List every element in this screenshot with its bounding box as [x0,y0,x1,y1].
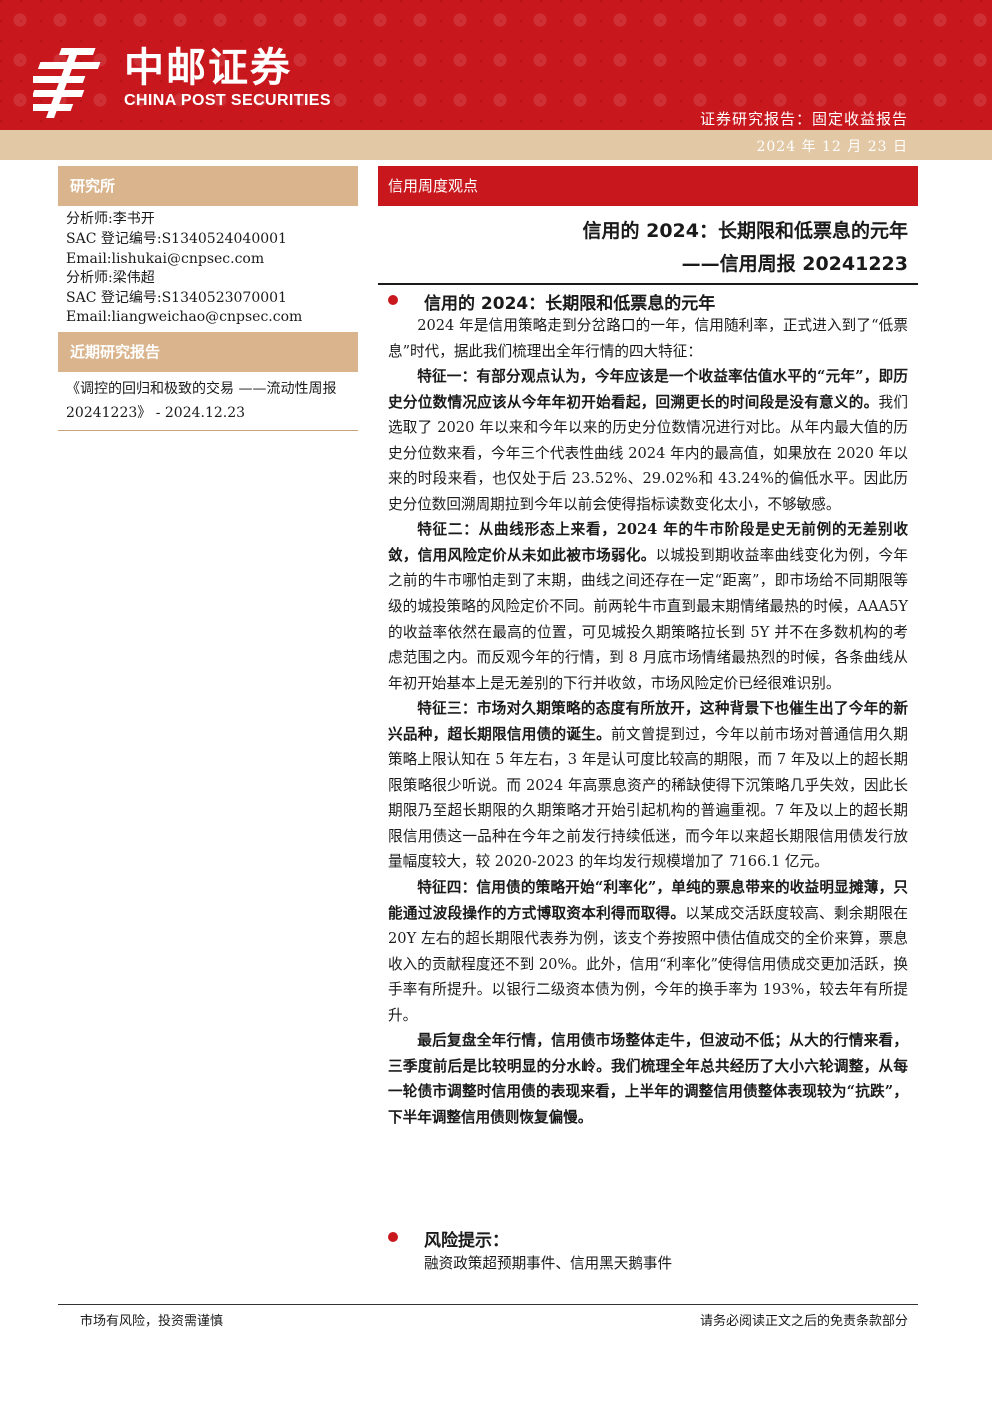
analyst-name: 分析师:梁伟超 [66,270,155,286]
report-date: 2024 年 12 月 23 日 [756,139,908,155]
header-banner: 中邮证券 CHINA POST SECURITIES 证券研究报告：固定收益报告 [0,0,992,130]
banner-pattern [0,0,992,130]
recent-reports-heading: 近期研究报告 [58,332,358,372]
report-title: 信用的 2024：长期限和低票息的元年 [582,220,909,242]
report-type: 证券研究报告：固定收益报告 [699,110,908,128]
risk-text: 融资政策超预期事件、信用黑天鹅事件 [424,1255,673,1272]
feature-2-heading: 特征二：从曲线形态上来看，2024 年的牛市阶段是史无前例的无差别收敛，信用风险… [388,521,908,564]
analyst-name: 分析师:李书开 [66,211,155,227]
report-subtitle: ——信用周报 20241223 [681,253,908,275]
feature-2-paragraph: 特征二：从曲线形态上来看，2024 年的牛市阶段是史无前例的无差别收敛，信用风险… [388,517,908,696]
bullet-icon [388,295,398,305]
summary-text: 最后复盘全年行情，信用债市场整体走牛，但波动不低；从大的行情来看，三季度前后是比… [388,1032,908,1126]
feature-2-text: 以城投到期收益率曲线变化为例，今年之前的牛市哪怕走到了末期，曲线之间还存在一定“… [388,546,908,692]
feature-3-heading: 特征三：市场对久期策略的态度有所放开，这种背景下也催生出了今年的新兴品种，超长期… [388,700,908,743]
brand-name-en: CHINA POST SECURITIES [124,92,331,109]
intro-paragraph: 2024 年是信用策略走到分岔路口的一年，信用随利率，正式进入到了“低票息”时代… [388,313,908,364]
analyst-email[interactable]: Email:lishukai@cnpsec.com [66,251,265,267]
analyst-email[interactable]: Email:liangweichao@cnpsec.com [66,309,303,325]
feature-1-heading: 特征一：有部分观点认为，今年应该是一个收益率估值水平的“元年”，即历史分位数情况… [388,368,908,411]
summary-paragraph: 最后复盘全年行情，信用债市场整体走牛，但波动不低；从大的行情来看，三季度前后是比… [388,1028,908,1130]
date-bar: 2024 年 12 月 23 日 [0,130,992,160]
bullet-icon [388,1232,398,1242]
feature-3-text: 前文曾提到过，今年以前市场对普通信用久期策略上限认知在 5 年左右，3 年是认可… [388,725,908,871]
footer-divider [58,1304,918,1305]
footer-disclaimer: 请务必阅读正文之后的免责条款部分 [699,1314,908,1329]
feature-1-paragraph: 特征一：有部分观点认为，今年应该是一个收益率估值水平的“元年”，即历史分位数情况… [388,364,908,517]
feature-1-text: 我们选取了 2020 年以来和今年以来的历史分位数情况进行对比。从年内最大值的历… [388,393,908,513]
recent-report-link[interactable]: 《调控的回归和极致的交易 ——流动性周报 20241223》 - 2024.12… [66,381,337,421]
feature-4-text: 以某成交活跃度较高、剩余期限在 20Y 左右的超长期限代表券为例，该支个券按照中… [388,904,908,1024]
intro-text: 2024 年是信用策略走到分岔路口的一年，信用随利率，正式进入到了“低票息”时代… [388,317,908,360]
china-post-logo-icon [33,48,101,118]
feature-3-paragraph: 特征三：市场对久期策略的态度有所放开，这种背景下也催生出了今年的新兴品种，超长期… [388,696,908,875]
research-institute-heading: 研究所 [58,166,358,206]
title-rule [378,283,918,285]
report-body: 2024 年是信用策略走到分岔路口的一年，信用随利率，正式进入到了“低票息”时代… [388,313,908,1131]
risk-heading: 风险提示： [424,1231,509,1251]
section-label: 信用周度观点 [378,166,918,206]
brand-name-cn: 中邮证券 [124,45,292,91]
feature-4-heading: 特征四：信用债的策略开始“利率化”，单纯的票息带来的收益明显摊薄，只能通过波段操… [388,879,908,922]
footer-risk-notice: 市场有风险，投资需谨慎 [80,1314,224,1329]
analyst-sac-number: SAC 登记编号:S1340523070001 [66,290,287,306]
analyst-sac-number: SAC 登记编号:S1340524040001 [66,231,287,247]
section-heading: 信用的 2024：长期限和低票息的元年 [424,294,716,314]
feature-4-paragraph: 特征四：信用债的策略开始“利率化”，单纯的票息带来的收益明显摊薄，只能通过波段操… [388,875,908,1028]
sidebar-divider [58,430,358,431]
